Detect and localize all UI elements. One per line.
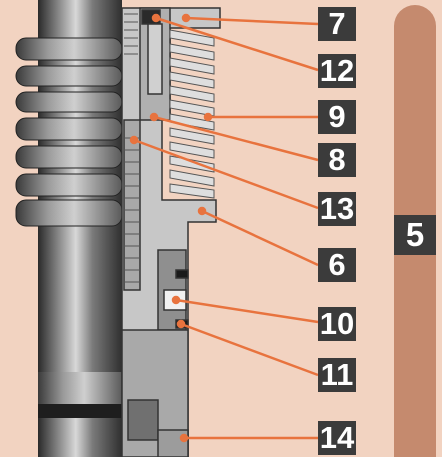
leader-lines bbox=[129, 13, 319, 443]
leader-7 bbox=[185, 16, 319, 26]
callout-12: 12 bbox=[318, 53, 356, 88]
threaded-bolt bbox=[124, 13, 140, 283]
callout-13: 13 bbox=[318, 191, 356, 226]
leader-10 bbox=[175, 298, 319, 324]
disc-spring-section bbox=[169, 29, 215, 199]
shaft-groove bbox=[38, 404, 122, 418]
callout-10: 10 bbox=[318, 306, 356, 341]
callout-11: 11 bbox=[318, 358, 356, 392]
shaft-collar bbox=[38, 372, 122, 404]
leader-6 bbox=[201, 209, 319, 267]
leader-13 bbox=[133, 138, 319, 210]
section-number-badge: 5 bbox=[394, 215, 436, 255]
disc-spring-stack-left bbox=[15, 37, 123, 227]
callout-9: 9 bbox=[318, 100, 356, 134]
callout-7: 7 bbox=[318, 7, 356, 41]
leader-8 bbox=[153, 115, 319, 162]
callout-14: 14 bbox=[318, 420, 356, 455]
callout-6: 6 bbox=[318, 248, 356, 282]
leader-11 bbox=[180, 322, 319, 377]
callout-8: 8 bbox=[318, 143, 356, 177]
leader-12 bbox=[155, 16, 319, 72]
